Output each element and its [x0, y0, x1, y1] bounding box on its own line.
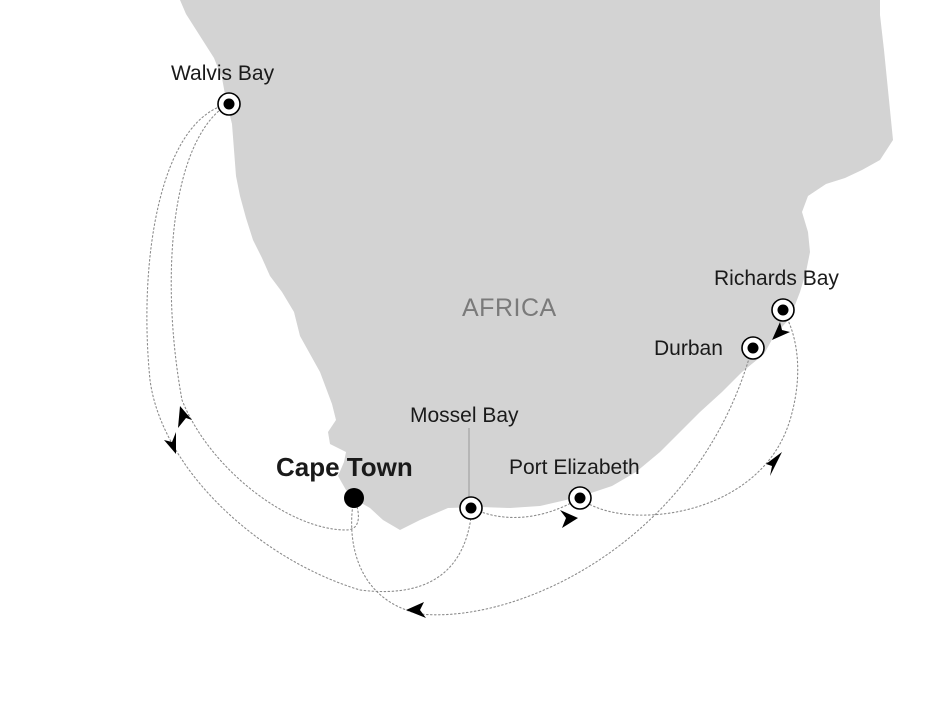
port-marker-cape-town[interactable]	[344, 488, 364, 508]
arrow-east-coast-north	[766, 452, 782, 476]
port-marker-mossel-bay[interactable]	[459, 496, 483, 520]
port-marker-richards-bay[interactable]	[771, 298, 795, 322]
route-walvis-outer	[146, 103, 473, 592]
arrow-mossel-east	[560, 510, 578, 528]
arrow-west-coast-south	[164, 432, 176, 454]
port-label-durban[interactable]: Durban	[654, 337, 723, 360]
port-label-port-elizabeth[interactable]: Port Elizabeth	[509, 456, 640, 479]
port-marker-durban[interactable]	[741, 336, 765, 360]
route-pe-richards	[579, 309, 799, 516]
port-marker-port-elizabeth[interactable]	[568, 486, 592, 510]
port-marker-walvis-bay[interactable]	[217, 92, 241, 116]
land-africa	[180, 0, 893, 530]
region-label-africa: AFRICA	[462, 294, 557, 322]
arrow-south-coast-west	[406, 602, 426, 618]
arrow-west-coast-north	[178, 406, 192, 428]
route-arrows	[164, 322, 790, 618]
sailing-routes	[146, 103, 799, 616]
port-label-richards-bay[interactable]: Richards Bay	[714, 267, 839, 290]
port-label-cape-town[interactable]: Cape Town	[276, 452, 413, 482]
port-label-mossel-bay[interactable]: Mossel Bay	[410, 404, 519, 427]
route-walvis-inner	[170, 103, 359, 531]
route-cape-south	[351, 347, 753, 616]
arrow-richards-south	[772, 322, 790, 340]
port-label-walvis-bay[interactable]: Walvis Bay	[171, 62, 275, 85]
